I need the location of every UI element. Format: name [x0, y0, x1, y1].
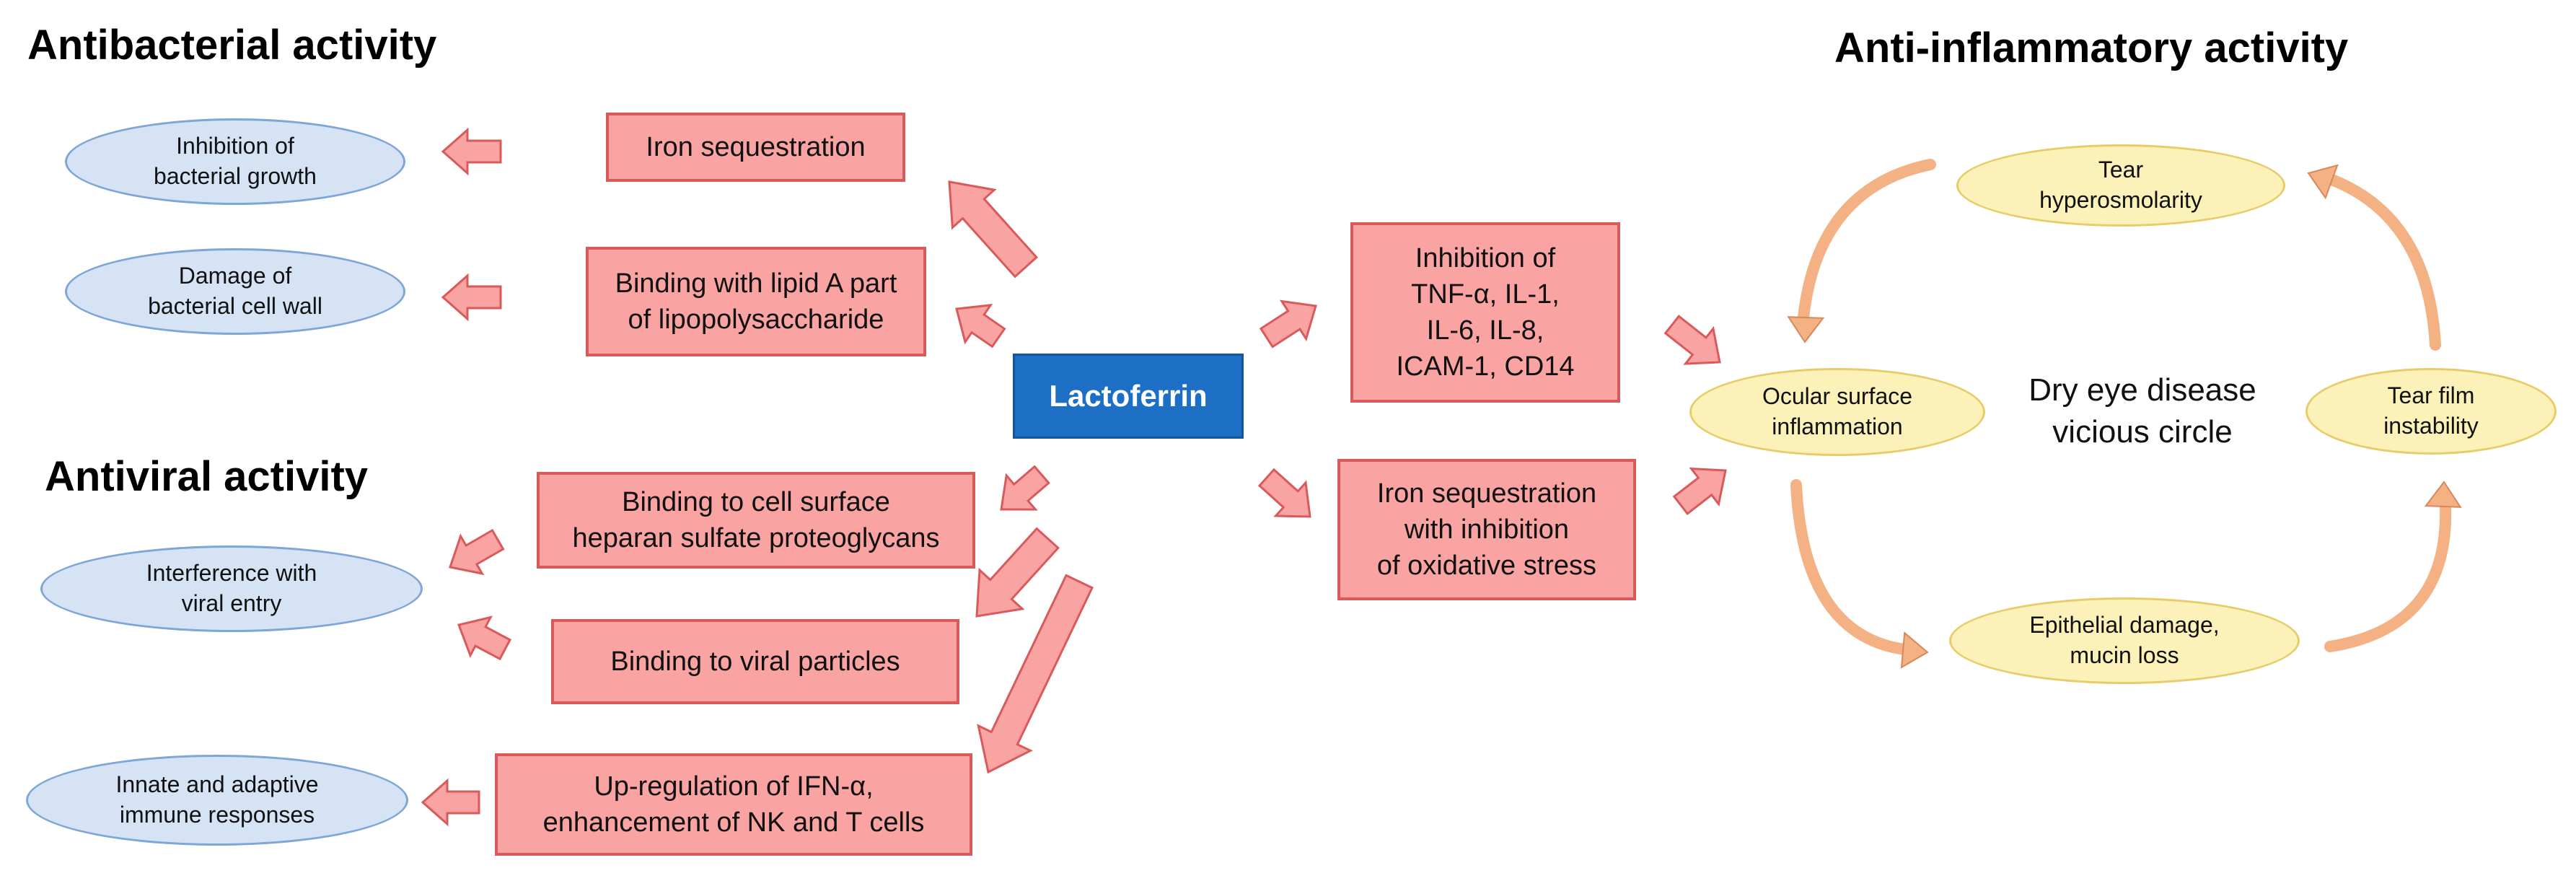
heparan-binding-box: Binding to cell surface heparan sulfate … [537, 472, 975, 569]
viral-particles-box: Binding to viral particles [551, 619, 959, 704]
lactoferrin-node: Lactoferrin [1013, 354, 1244, 439]
cycle-arrowhead-bottom-right [2424, 481, 2462, 508]
vicious-circle-title: Dry eye disease vicious circle [2028, 372, 2256, 450]
ifn-upregulation-box: Up-regulation of IFN-α, enhancement of N… [495, 753, 972, 856]
arrow-cytokine-to-cycle [1663, 315, 1721, 365]
iron-sequestration-box: Iron sequestration [606, 113, 905, 182]
arrow-to-bacterial-growth [441, 127, 502, 176]
arrow-to-viral-entry-2 [457, 615, 512, 661]
arrow-to-cell-wall [441, 273, 502, 322]
cycle-arrowhead-bottom-left [1900, 631, 1929, 669]
cycle-arrow-top-left [1798, 159, 1936, 323]
cycle-arrow-bottom-left [1790, 479, 1910, 655]
epithelial-damage-oval: Epithelial damage, mucin loss [1949, 597, 2300, 684]
arrow-lf-to-viral-particles [975, 527, 1060, 618]
cycle-arrow-bottom-right [2324, 499, 2452, 652]
arrow-oxidative-to-cycle [1672, 467, 1727, 516]
arrow-lf-to-oxidative [1257, 468, 1311, 518]
viral-entry-oval: Interference with viral entry [40, 545, 423, 632]
tear-hyperosmolarity-oval: Tear hyperosmolarity [1956, 144, 2285, 227]
cycle-arrowhead-top-left [1787, 316, 1825, 343]
bacterial-cell-wall-oval: Damage of bacterial cell wall [65, 248, 405, 335]
arrow-lf-to-cytokine [1259, 299, 1317, 349]
arrow-lf-to-lipid [955, 304, 1006, 349]
arrow-to-viral-entry [449, 528, 505, 576]
bacterial-growth-oval: Inhibition of bacterial growth [65, 118, 405, 205]
arrow-lf-to-ifn [977, 574, 1094, 774]
lipid-a-binding-box: Binding with lipid A part of lipopolysac… [586, 247, 926, 356]
antibacterial-heading: Antibacterial activity [27, 22, 437, 69]
anti-inflammatory-heading: Anti-inflammatory activity [1834, 25, 2349, 71]
oxidative-stress-box: Iron sequestration with inhibition of ox… [1337, 459, 1636, 600]
cytokine-inhibition-box: Inhibition of TNF-α, IL-1, IL-6, IL-8, I… [1350, 222, 1620, 403]
cycle-arrowhead-top-right [2307, 164, 2339, 200]
tear-film-instability-oval: Tear film instability [2305, 368, 2557, 455]
arrow-lf-to-iron [948, 180, 1039, 279]
arrow-to-immune-responses [421, 778, 480, 827]
antiviral-heading: Antiviral activity [45, 453, 369, 500]
arrow-lf-to-heparan [1000, 465, 1050, 511]
cycle-arrow-top-right [2324, 173, 2441, 351]
immune-responses-oval: Innate and adaptive immune responses [26, 755, 408, 846]
ocular-inflammation-oval: Ocular surface inflammation [1689, 368, 1985, 456]
